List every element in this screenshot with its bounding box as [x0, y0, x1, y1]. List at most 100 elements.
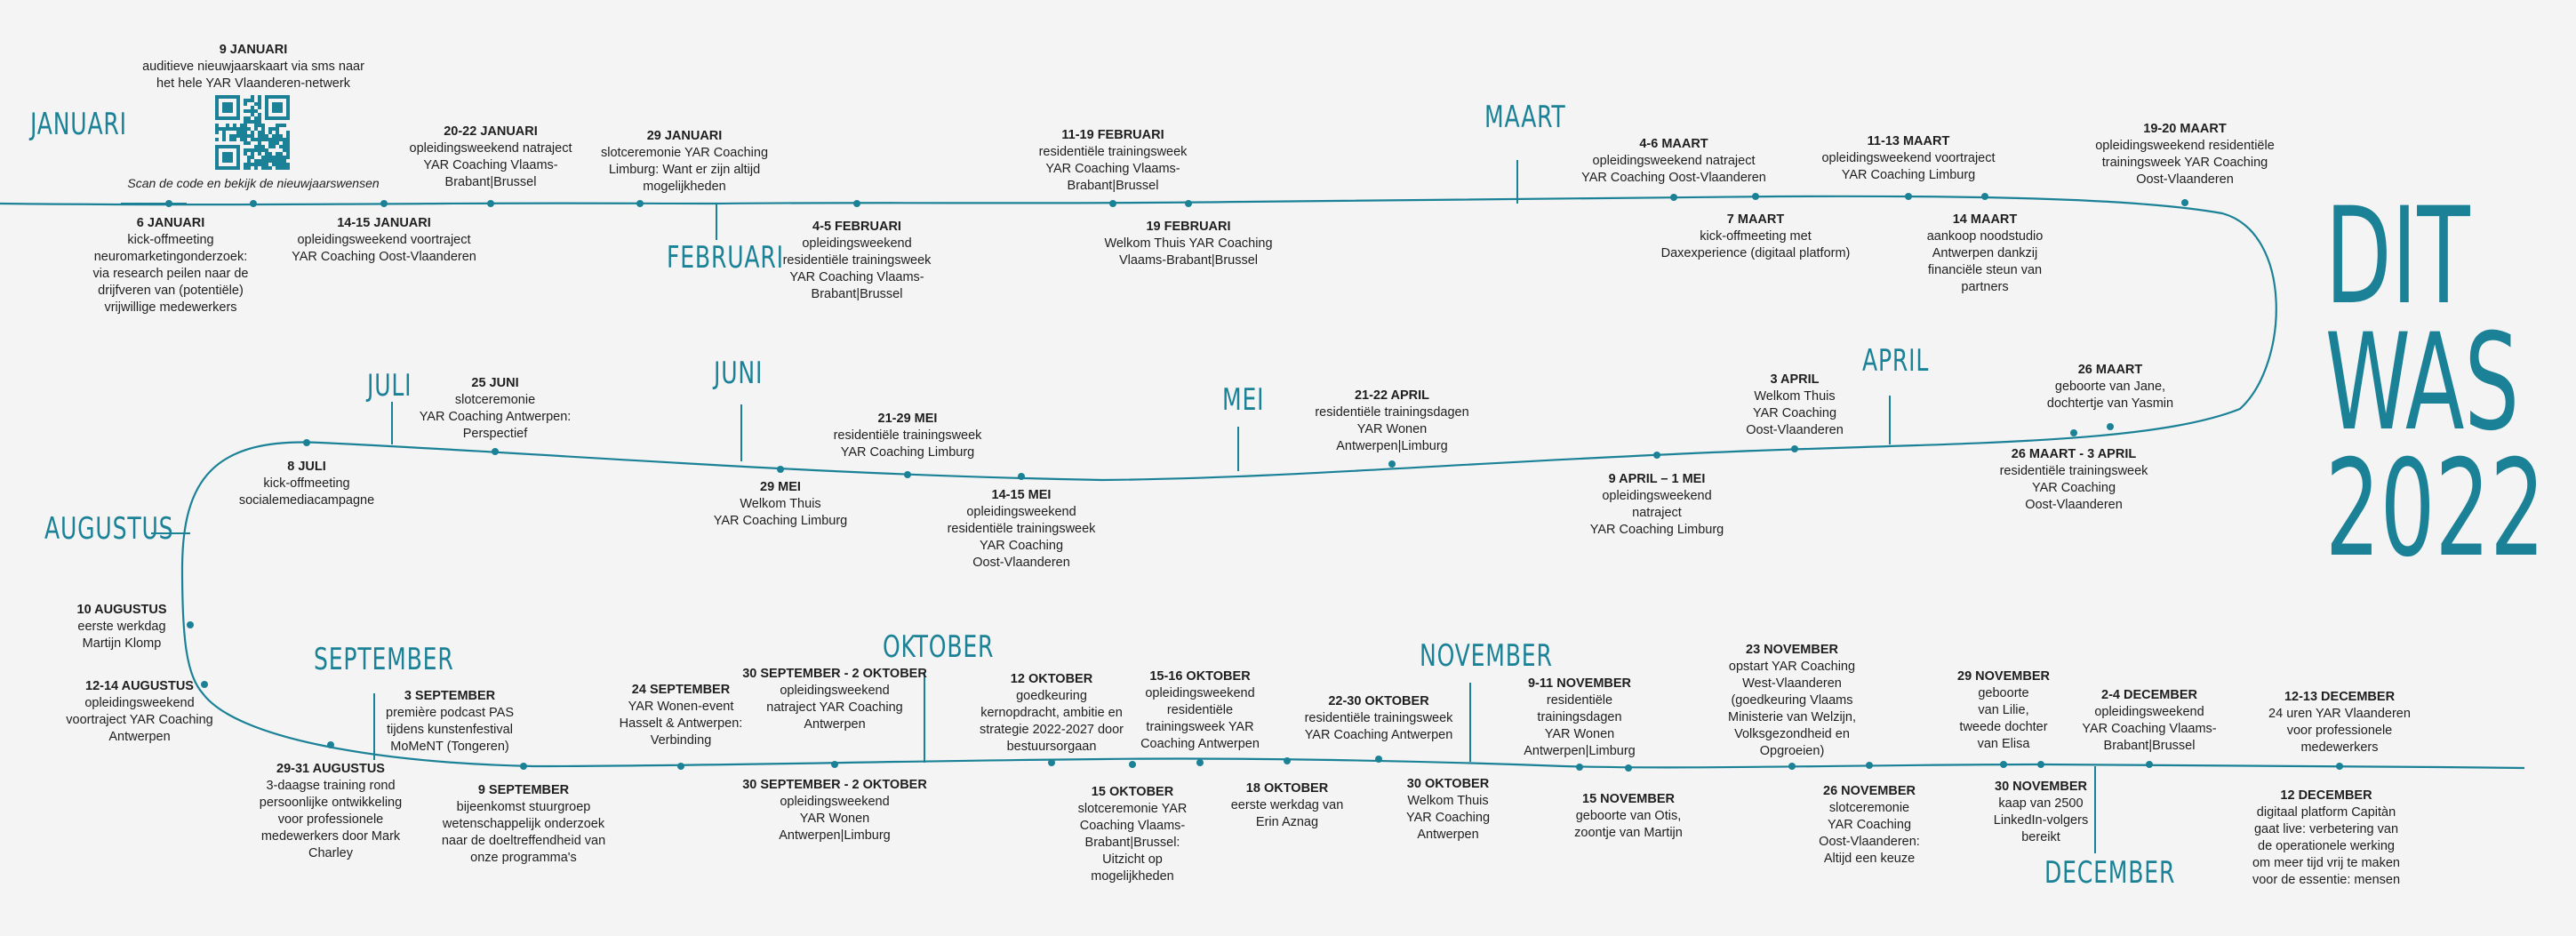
qr-cell — [244, 148, 247, 152]
qr-cell — [261, 156, 265, 159]
qr-cell — [268, 116, 272, 120]
qr-cell — [276, 152, 279, 156]
qr-cell — [254, 166, 258, 170]
qr-cell — [254, 148, 258, 152]
qr-cell — [254, 102, 258, 106]
qr-cell — [265, 99, 268, 102]
qr-cell — [215, 131, 219, 134]
event-marker — [303, 439, 310, 446]
event-marker — [487, 200, 494, 207]
qr-cell — [215, 109, 219, 113]
event-marker — [492, 448, 499, 455]
qr-cell — [279, 124, 283, 127]
qr-cell — [222, 156, 226, 159]
event-marker — [831, 761, 838, 768]
qr-cell — [283, 163, 286, 166]
event-marker — [1981, 193, 1988, 200]
qr-cell — [219, 166, 222, 170]
qr-cell — [240, 124, 244, 127]
qr-cell — [229, 95, 233, 99]
qr-cell — [261, 124, 265, 127]
qr-cell — [219, 127, 222, 131]
qr-cell — [251, 99, 254, 102]
qr-cell — [261, 163, 265, 166]
qr-cell — [254, 109, 258, 113]
qr-cell — [215, 124, 219, 127]
qr-cell — [236, 163, 240, 166]
qr-cell — [219, 95, 222, 99]
qr-cell — [240, 127, 244, 131]
qr-cell — [244, 127, 247, 131]
qr-cell — [215, 127, 219, 131]
qr-cell — [265, 109, 268, 113]
qr-cell — [279, 106, 283, 109]
event-marker — [1284, 757, 1291, 764]
month-augustus: AUGUSTUS — [44, 511, 174, 547]
qr-cell — [265, 106, 268, 109]
month-februari: FEBRUARI — [667, 240, 784, 276]
qr-cell — [236, 134, 240, 138]
qr-cell — [261, 127, 265, 131]
qr-cell — [222, 166, 226, 170]
qr-cell — [229, 127, 233, 131]
qr-cell — [233, 127, 236, 131]
qr-cell — [244, 120, 247, 124]
qr-cell — [279, 102, 283, 106]
event-marker — [1653, 452, 1660, 459]
qr-cell — [251, 106, 254, 109]
title-line-1: DIT — [2324, 180, 2470, 334]
qr-code-icon[interactable] — [215, 95, 290, 170]
event-marker — [1196, 759, 1204, 766]
event-marker — [1375, 756, 1382, 763]
qr-cell — [265, 113, 268, 116]
month-mei: MEI — [1222, 382, 1265, 418]
qr-cell — [276, 156, 279, 159]
qr-cell — [236, 166, 240, 170]
qr-cell — [265, 156, 268, 159]
qr-cell — [247, 141, 251, 145]
qr-cell — [279, 159, 283, 163]
qr-cell — [268, 141, 272, 145]
qr-cell — [251, 131, 254, 134]
qr-cell — [229, 102, 233, 106]
qr-cell — [254, 124, 258, 127]
qr-cell — [236, 99, 240, 102]
qr-cell — [268, 156, 272, 159]
qr-cell — [283, 156, 286, 159]
qr-cell — [276, 116, 279, 120]
qr-cell — [286, 95, 290, 99]
qr-cell — [226, 166, 229, 170]
qr-cell — [258, 106, 261, 109]
qr-cell — [233, 134, 236, 138]
qr-cell — [279, 152, 283, 156]
qr-cell — [236, 159, 240, 163]
qr-cell — [286, 156, 290, 159]
qr-cell — [226, 156, 229, 159]
qr-cell — [265, 116, 268, 120]
qr-cell — [226, 145, 229, 148]
qr-cell — [229, 145, 233, 148]
qr-cell — [247, 163, 251, 166]
qr-cell — [272, 156, 276, 159]
qr-cell — [222, 159, 226, 163]
qr-cell — [222, 134, 226, 138]
event-marker — [1752, 193, 1759, 200]
qr-cell — [283, 145, 286, 148]
qr-cell — [272, 95, 276, 99]
qr-cell — [286, 102, 290, 106]
qr-cell — [265, 102, 268, 106]
qr-cell — [258, 145, 261, 148]
